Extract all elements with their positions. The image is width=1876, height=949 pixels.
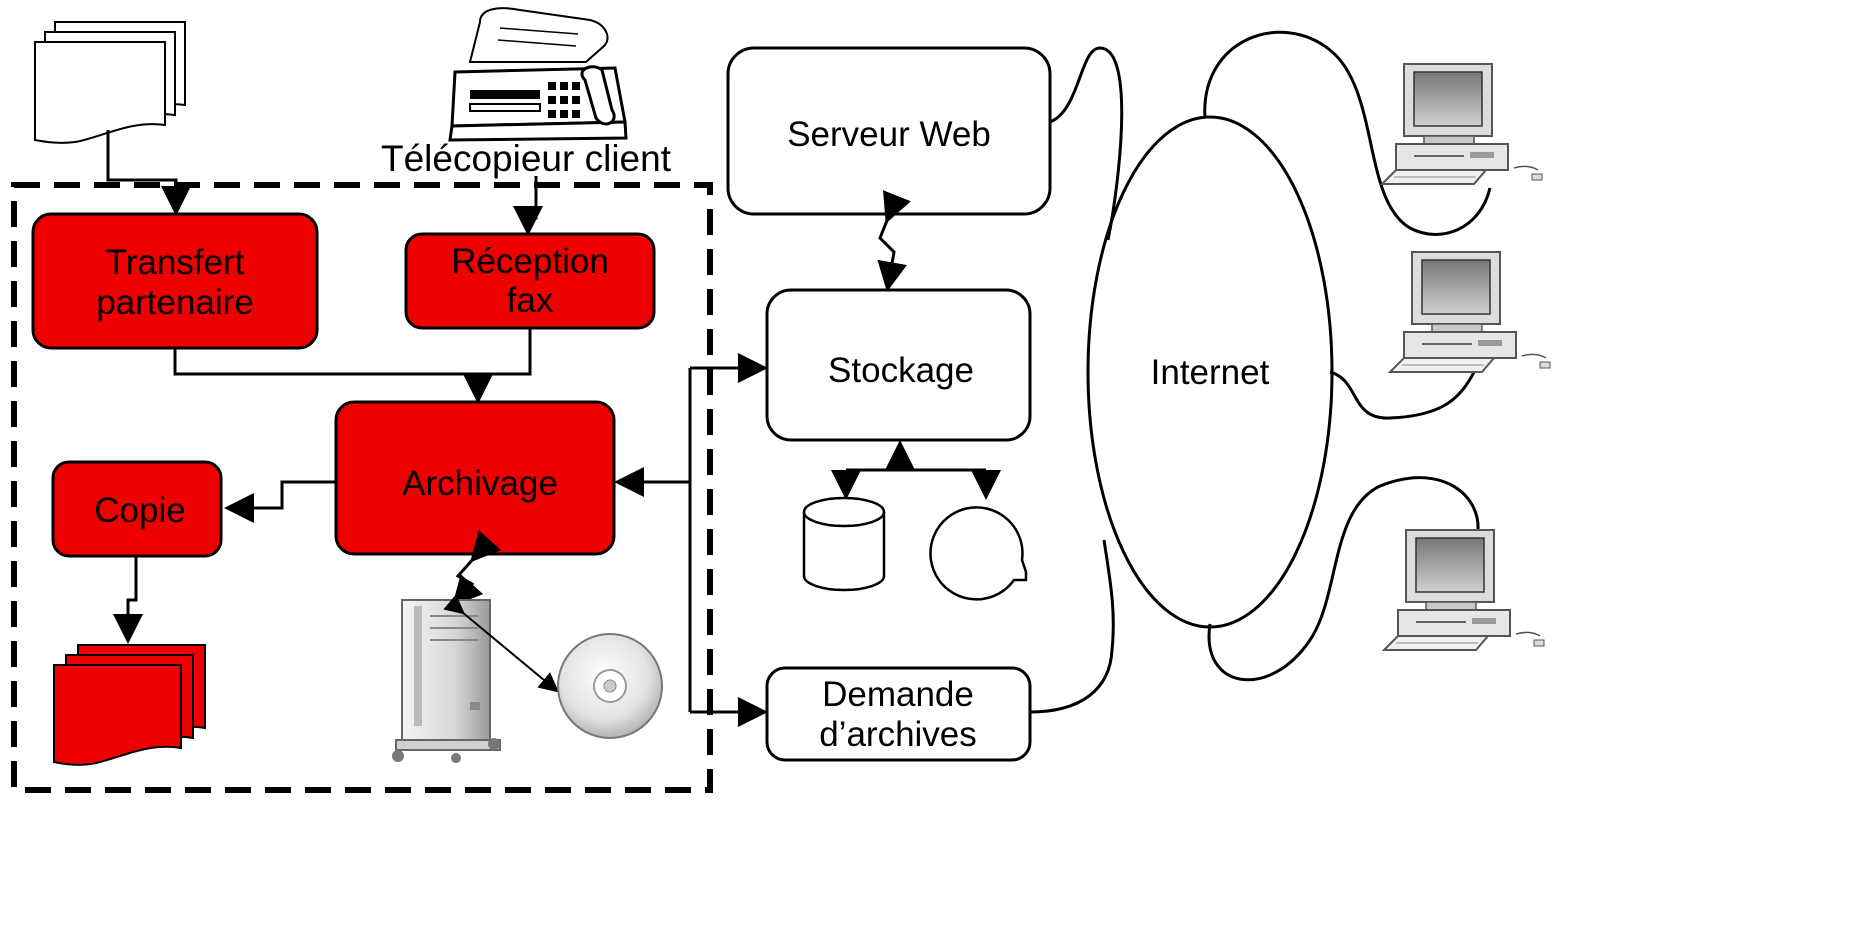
database-cylinder-icon (802, 496, 886, 592)
document-stack-icon (34, 21, 186, 144)
copie-box: Copie (51, 460, 223, 558)
serveur-web-label: Serveur Web (787, 115, 991, 154)
archivage-label: Archivage (402, 464, 558, 503)
copie-label: Copie (94, 491, 185, 530)
transfert-label-line2: partenaire (96, 283, 254, 322)
link-internet-pc1 (1203, 30, 1492, 236)
tape-reel-icon (929, 506, 1028, 601)
demande-label-line2: d’archives (819, 715, 977, 754)
stockage-box: Stockage (765, 288, 1032, 442)
arrow-to-archivage (463, 328, 532, 404)
desktop-computer-icon (1383, 529, 1545, 651)
demande-label-line1: Demande (822, 675, 974, 714)
transfert-label-line1: Transfert (106, 243, 245, 282)
arrow-server-cd (443, 594, 560, 693)
desktop-computer-icon (1389, 251, 1551, 373)
fax-machine-icon (448, 7, 628, 142)
connector-transfert (173, 348, 478, 376)
arrow-copie-to-output (113, 556, 143, 644)
link-demande-internet (1029, 539, 1115, 714)
arrow-documents-to-transfert (106, 130, 191, 216)
reception-fax-box: Réception fax (404, 232, 656, 330)
archivage-box: Archivage (334, 400, 616, 556)
link-internet-pc2 (1329, 370, 1476, 420)
demande-archives-box: Demande d’archives (765, 666, 1032, 762)
arrow-archivage-to-copie (224, 480, 336, 523)
arrow-archivage-server (452, 530, 502, 607)
system-boundary (11, 182, 713, 793)
stockage-label: Stockage (828, 351, 974, 390)
output-document-stack-icon (53, 644, 206, 766)
transfert-partenaire-box: Transfert partenaire (31, 212, 319, 350)
arrow-fax-to-reception (513, 176, 543, 236)
fax-client-label: Télécopieur client (381, 138, 672, 179)
reception-label-line1: Réception (451, 242, 609, 281)
desktop-computer-icon (1381, 63, 1543, 185)
link-web-internet (1049, 46, 1124, 241)
internet-label: Internet (1151, 353, 1270, 392)
internet-cloud: Internet (1086, 115, 1334, 629)
link-internet-pc3 (1207, 476, 1480, 682)
serveur-web-box: Serveur Web (726, 46, 1052, 216)
reception-label-line2: fax (507, 281, 554, 320)
cd-disc-icon (557, 633, 663, 739)
server-tower-icon (392, 599, 501, 763)
arrow-web-stockage (877, 190, 911, 292)
